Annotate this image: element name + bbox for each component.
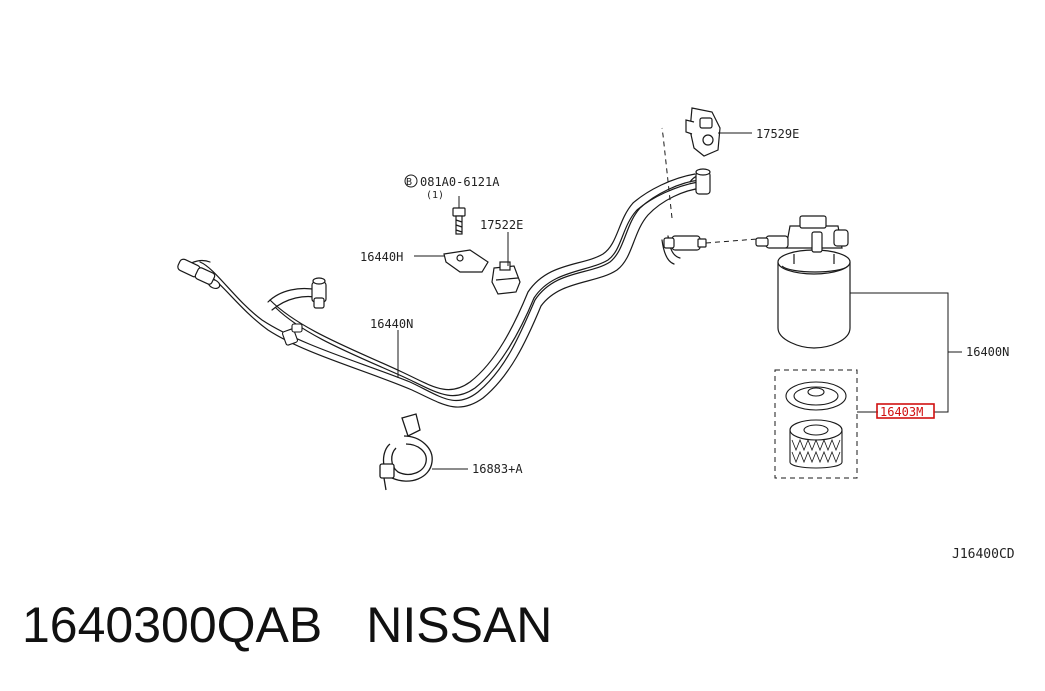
callout-17529E[interactable]: 17529E xyxy=(756,127,799,141)
callout-081A0-qty: (1) xyxy=(426,190,444,201)
fuel-filter-16400N xyxy=(755,215,851,349)
leader-lines xyxy=(397,132,962,470)
footer-title: 1640300QAB NISSAN xyxy=(22,596,552,654)
callout-16403M[interactable]: 16403M xyxy=(880,405,923,419)
callout-16440N[interactable]: 16440N xyxy=(370,317,413,331)
fuel-tube-assembly xyxy=(179,173,707,408)
diagram-code: J16400CD xyxy=(952,547,1015,562)
footer-brand: NISSAN xyxy=(366,597,553,653)
clamp-16883A xyxy=(379,413,433,491)
callout-16440H[interactable]: 16440H xyxy=(360,250,403,264)
bolt-b-badge xyxy=(404,174,418,188)
tube-filter-connector xyxy=(663,235,707,251)
filter-element-16403M xyxy=(785,381,847,469)
tube-left-connector xyxy=(177,258,221,290)
clip-17522E xyxy=(491,261,521,295)
callout-16400N[interactable]: 16400N xyxy=(966,345,1009,359)
tube-mid-connector xyxy=(311,277,327,309)
bracket-16440H xyxy=(443,249,489,273)
tube-top-connector xyxy=(695,168,711,195)
bolt-081A0-6121A xyxy=(452,207,466,235)
callout-081A0-prefix: B xyxy=(406,177,412,188)
highlight-box-16403M xyxy=(876,403,935,419)
tube-clips xyxy=(281,323,303,346)
callout-081A0-6121A[interactable]: 081A0-6121A xyxy=(420,175,500,189)
callout-16883A[interactable]: 16883+A xyxy=(472,462,523,476)
dashed-guides xyxy=(661,127,858,479)
footer-part-number: 1640300QAB xyxy=(22,597,323,653)
bracket-17529E xyxy=(685,107,721,157)
callout-17522E[interactable]: 17522E xyxy=(480,218,523,232)
